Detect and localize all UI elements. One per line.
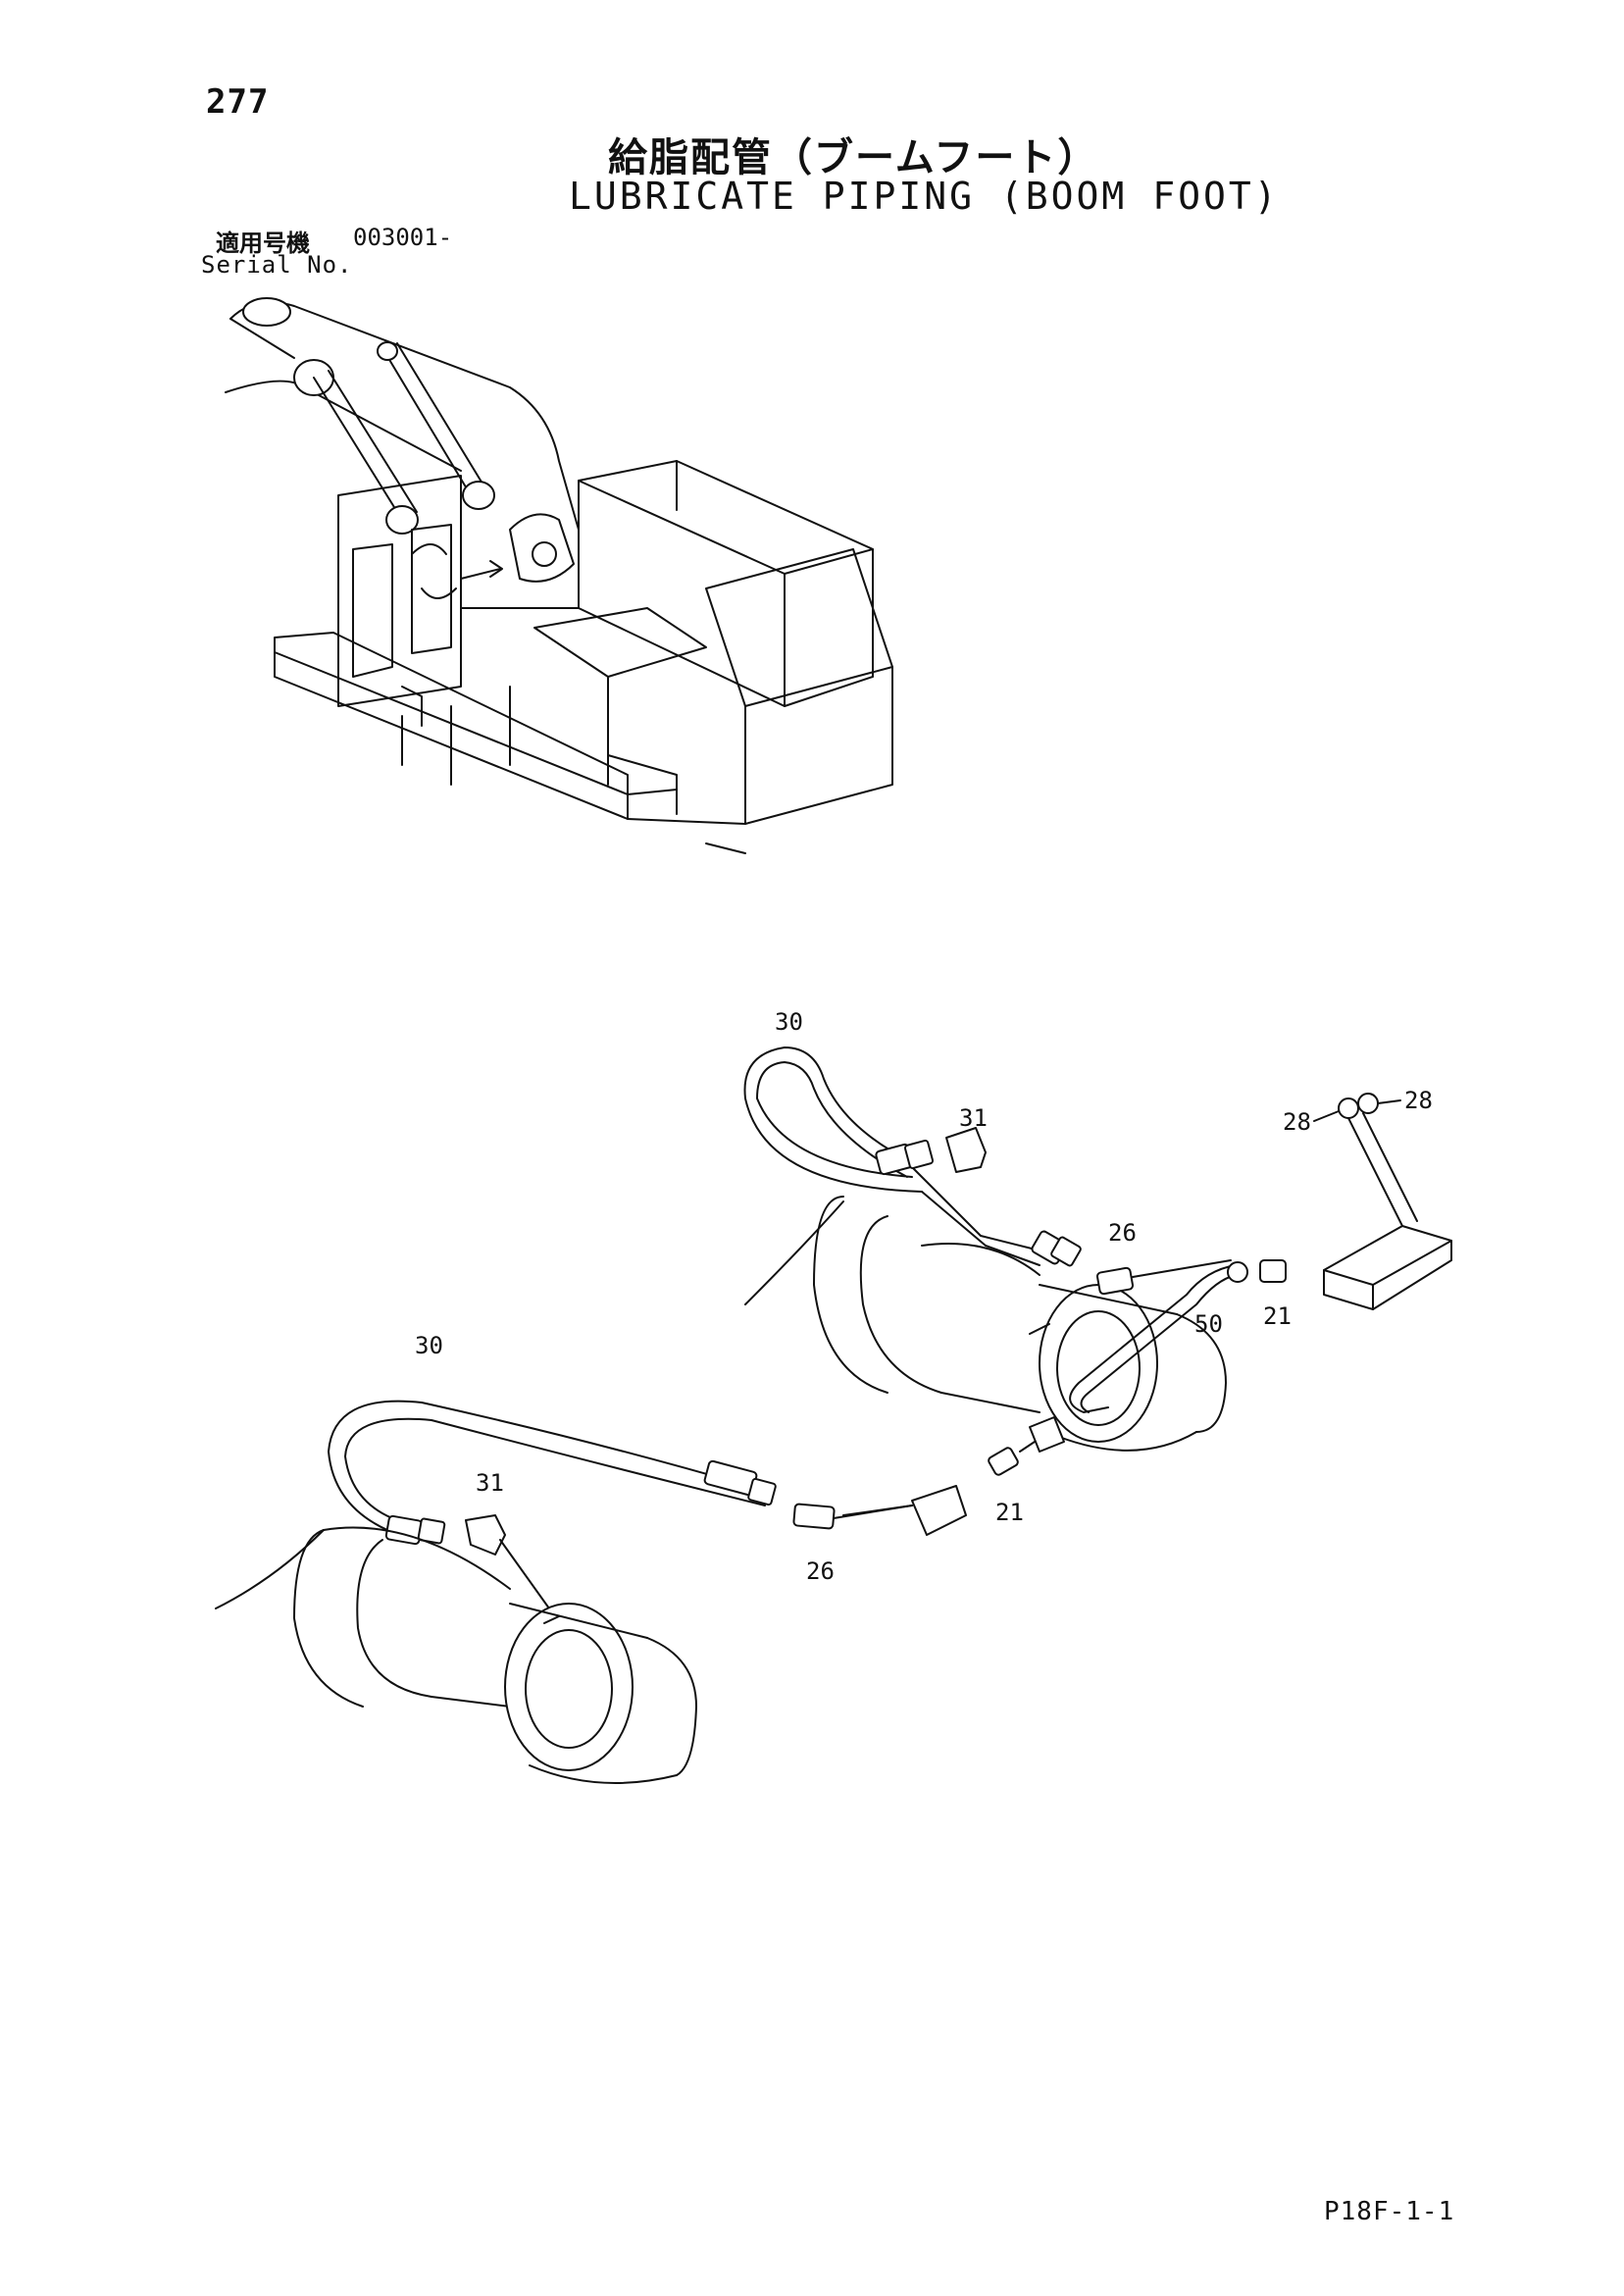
callout-labels: 30 31 26 28 28 50 21 30 31 26 21 bbox=[415, 1008, 1433, 1585]
page-number: 277 bbox=[206, 82, 270, 122]
callout-elbow-lower: 31 bbox=[476, 1469, 504, 1497]
callout-adapter-lower: 26 bbox=[806, 1557, 835, 1585]
callout-connector-lower: 21 bbox=[995, 1499, 1024, 1526]
callout-grease-nipple-left: 28 bbox=[1283, 1108, 1311, 1136]
callout-elbow-upper: 31 bbox=[959, 1104, 988, 1132]
page-code: P18F-1-1 bbox=[1324, 2197, 1455, 2226]
callout-pipe: 50 bbox=[1194, 1310, 1223, 1338]
page-title-japanese: 給脂配管（ブームフート） bbox=[608, 135, 1099, 180]
page-title-english: LUBRICATE PIPING (BOOM FOOT) bbox=[569, 175, 1280, 218]
callout-adapter-upper: 26 bbox=[1108, 1219, 1137, 1247]
serial-number-value: 003001- bbox=[353, 224, 453, 251]
callout-grease-nipple-right: 28 bbox=[1404, 1087, 1433, 1114]
serial-label-japanese: 適用号機 bbox=[216, 230, 310, 257]
callout-hose-lower: 30 bbox=[415, 1332, 443, 1359]
excavator-overview-illustration bbox=[225, 297, 893, 854]
callout-connector-upper: 21 bbox=[1263, 1302, 1292, 1330]
boom-foot-piping-detail bbox=[215, 1046, 1452, 1784]
callout-hose-upper: 30 bbox=[775, 1008, 803, 1036]
serial-label-english: Serial No. bbox=[201, 251, 353, 279]
